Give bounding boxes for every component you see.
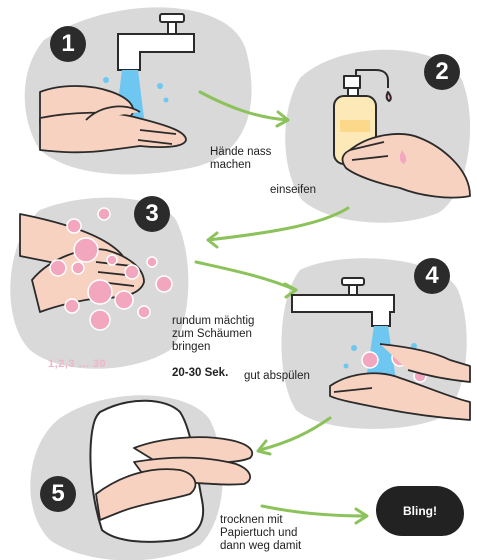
caption-lather-text: rundum mächtig zum Schäumen bringen [172,315,254,353]
step-1-badge: 1 [50,26,86,62]
caption-dry: trocknen mit Papiertuch und dann weg dam… [220,514,301,553]
step-4-badge: 4 [414,258,450,294]
step-5-badge: 5 [40,476,76,512]
caption-lather: rundum mächtig zum Schäumen bringen 20-3… [172,302,254,380]
count-to-thirty: 1,2,3 ... 30 [48,358,106,370]
arrow-4-to-5 [260,418,330,450]
caption-wet-hands: Hände nass machen [210,146,271,172]
caption-rinse: gut abspülen [244,370,310,383]
bling-badge: Bling! [376,486,464,536]
step-3-badge: 3 [134,196,170,232]
arrow-3-to-4 [196,262,296,290]
caption-apply-soap: einseifen [270,184,316,197]
step-2-badge: 2 [424,54,460,90]
caption-lather-time: 20-30 Sek. [172,367,228,379]
